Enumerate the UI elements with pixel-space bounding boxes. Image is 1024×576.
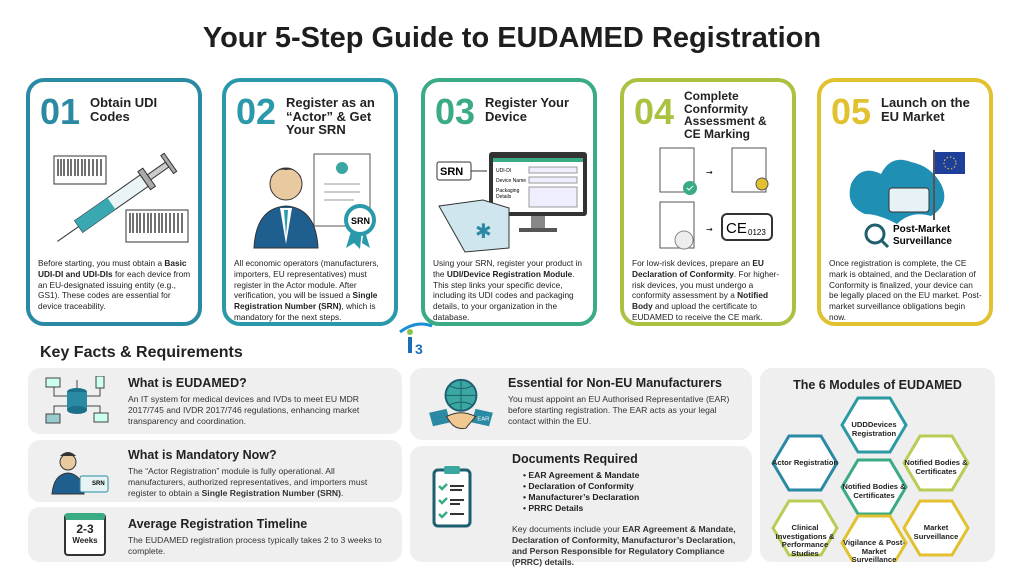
- svg-text:CE: CE: [726, 220, 747, 237]
- step-title: Complete Conformity Assessment & CE Mark…: [684, 89, 767, 141]
- what-is-eudamed-title: What is EUDAMED?: [128, 376, 247, 390]
- svg-text:SRN: SRN: [351, 216, 370, 226]
- step-number: 03: [435, 91, 476, 132]
- database-network-icon: [45, 376, 109, 424]
- modules-title: The 6 Modules of EUDAMED: [793, 378, 962, 392]
- module-label: Market Surveillance: [913, 523, 959, 541]
- svg-text:EAR: EAR: [477, 416, 489, 422]
- non-eu-box: EAR Essential for Non-EU Manufacturers Y…: [410, 368, 752, 440]
- svg-text:Device Name: Device Name: [496, 178, 526, 184]
- documents-box: Documents Required EAR Agreement & Manda…: [410, 446, 752, 567]
- module-label: Clinical Investigations & Performance St…: [775, 523, 835, 559]
- timeline-title: Average Registration Timeline: [128, 517, 308, 531]
- person-srn-card-icon: SRN: [51, 452, 109, 495]
- step-number: 01: [40, 91, 81, 132]
- step-number: 05: [831, 91, 872, 132]
- module-hexagon: [840, 396, 908, 454]
- syringe-barcode-icon: [53, 152, 189, 243]
- svg-text:3: 3: [415, 341, 423, 357]
- step-description: Before starting, you must obtain a Basic…: [38, 258, 191, 312]
- actor-certificate-icon: SRN: [253, 153, 376, 249]
- mandatory-now-text: The “Actor Registration” module is fully…: [128, 466, 368, 498]
- page-title: Your 5-Step Guide to EUDAMED Registratio…: [202, 22, 822, 54]
- svg-text:✱: ✱: [475, 219, 492, 243]
- clipboard-checklist-icon: [432, 466, 472, 528]
- step-title: Register as an “Actor” & Get Your SRN: [286, 95, 375, 138]
- svg-text:→: →: [706, 168, 713, 177]
- document-item: Declaration of Conformity: [523, 481, 639, 492]
- i3-logo: 3: [396, 318, 436, 360]
- step-description: For low-risk devices, prepare an EU Decl…: [632, 258, 780, 322]
- svg-text:UDI-DI: UDI-DI: [496, 168, 511, 174]
- module-hexagon: [840, 458, 908, 516]
- module-label: Actor Registration: [771, 458, 839, 467]
- step-card-02: 02 Register as an “Actor” & Get Your SRN…: [222, 78, 398, 326]
- document-item: Manufacturer’s Declaration: [523, 492, 639, 503]
- svg-text:SRN: SRN: [440, 166, 463, 178]
- module-hexagon: [771, 434, 839, 492]
- step-title: Register Your Device: [485, 95, 570, 124]
- svg-text:→: →: [706, 225, 713, 234]
- document-item: PRRC Details: [523, 503, 639, 514]
- module-label: Notified Bodies & Certificates: [842, 482, 906, 500]
- documents-title: Documents Required: [512, 452, 638, 466]
- step-title: Obtain UDI Codes: [90, 95, 158, 124]
- step-illustration: SRN: [236, 144, 384, 254]
- module-hexagon: [840, 514, 908, 562]
- module-label: Notified Bodies & Certificates: [904, 458, 968, 476]
- non-eu-title: Essential for Non-EU Manufacturers: [508, 376, 722, 390]
- documents-text: Key documents include your EAR Agreement…: [512, 524, 736, 567]
- step-card-04: 04 Complete Conformity Assessment & CE M…: [620, 78, 796, 326]
- svg-text:0123: 0123: [748, 228, 766, 237]
- mandatory-now-title: What is Mandatory Now?: [128, 448, 277, 462]
- step-number: 04: [634, 91, 675, 132]
- non-eu-text: You must appoint an EU Authorised Repres…: [508, 394, 730, 426]
- module-hexagon: [771, 499, 839, 557]
- key-facts-heading: Key Facts & Requirements: [40, 344, 243, 361]
- srn-badge: SRN: [92, 481, 105, 487]
- mandatory-now-box: SRN What is Mandatory Now? The “Actor Re…: [28, 440, 402, 502]
- step-description: All economic operators (manufacturers, i…: [234, 258, 379, 322]
- module-label: Vigilance & Post-Market Surveillance: [843, 538, 905, 565]
- post-market-label: Post-Market: [893, 224, 951, 235]
- svg-text:Surveillance: Surveillance: [893, 236, 952, 247]
- step-illustration: [40, 144, 189, 254]
- module-label: UDDDevices Registration: [851, 420, 897, 438]
- module-hexagon: [902, 499, 970, 557]
- modules-box: The 6 Modules of EUDAMED Actor Registrat…: [760, 368, 995, 565]
- what-is-eudamed-box: What is EUDAMED? An IT system for medica…: [28, 368, 402, 434]
- module-hexagon: [902, 434, 970, 492]
- timeline-text: The EUDAMED registration process typical…: [128, 535, 382, 556]
- what-is-eudamed-text: An IT system for medical devices and IVD…: [128, 394, 360, 426]
- documents-list: EAR Agreement & Mandate Declaration of C…: [523, 470, 639, 514]
- step-number: 02: [236, 91, 277, 132]
- globe-handshake-icon: EAR: [429, 378, 493, 430]
- step-description: Using your SRN, register your product in…: [433, 258, 582, 322]
- step-title: Launch on the EU Market: [881, 95, 970, 124]
- step-card-03: 03 Register Your Device UDI-DI Device Nam…: [421, 78, 597, 326]
- timeline-box: 2-3 Weeks Average Registration Timeline …: [28, 507, 402, 562]
- step-description: Once registration is complete, the CE ma…: [829, 258, 982, 322]
- document-item: EAR Agreement & Mandate: [523, 470, 639, 481]
- step-card-01: 01 Obtain UDI Codes Before starting, you…: [26, 78, 202, 326]
- calendar-icon: 2-3 Weeks: [64, 513, 106, 556]
